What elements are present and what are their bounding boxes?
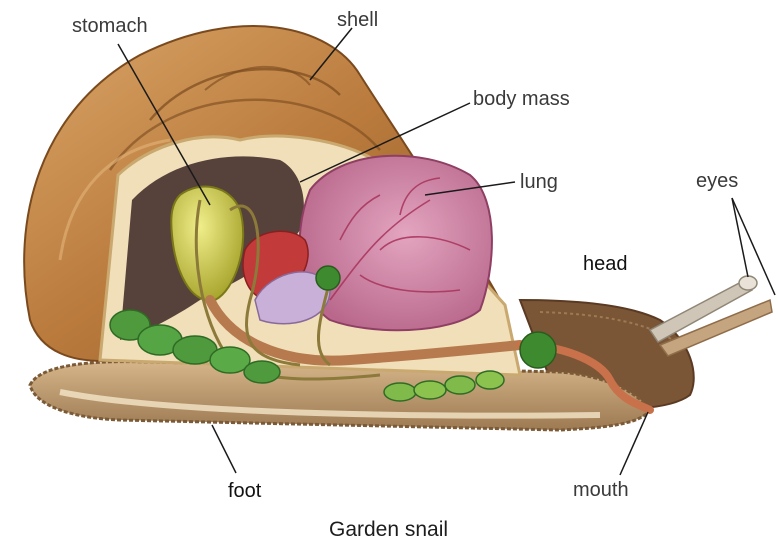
- label-shell: shell: [337, 10, 378, 30]
- label-body-mass: body mass: [473, 89, 570, 109]
- label-stomach: stomach: [72, 16, 148, 36]
- eye-tentacles: [650, 276, 772, 356]
- label-lung: lung: [520, 172, 558, 192]
- label-head: head: [583, 254, 628, 274]
- small-organ: [520, 332, 556, 368]
- leader-foot: [212, 425, 236, 473]
- label-mouth: mouth: [573, 480, 629, 500]
- leader-eyes-1: [732, 198, 748, 277]
- label-eyes: eyes: [696, 171, 738, 191]
- lung-organ: [300, 156, 492, 331]
- figure-caption: Garden snail: [329, 519, 448, 540]
- small-organ: [316, 266, 340, 290]
- label-foot: foot: [228, 481, 261, 501]
